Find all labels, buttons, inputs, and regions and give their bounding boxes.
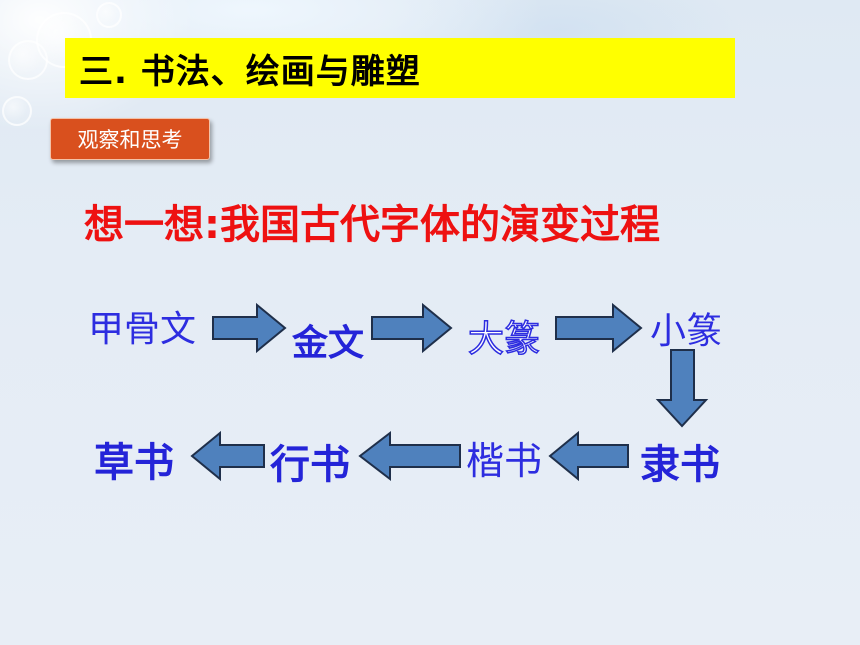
- question-text: 想一想:我国古代字体的演变过程: [84, 202, 660, 248]
- arrow-right-icon: [371, 302, 453, 354]
- node-bronze: 金文: [292, 323, 365, 364]
- arrow-down-icon: [655, 349, 709, 428]
- arrow-left-icon: [190, 430, 265, 482]
- page-title: 三. 书法、绘画与雕塑: [79, 51, 421, 92]
- observe-badge: 观察和思考: [50, 118, 210, 160]
- arrow-right-icon: [212, 302, 287, 354]
- title-bar: 三. 书法、绘画与雕塑: [65, 38, 735, 98]
- node-small-seal: 小篆: [650, 311, 723, 352]
- node-running: 行书: [270, 442, 350, 488]
- decorative-bubble: [2, 96, 32, 126]
- node-oracle-bone: 甲骨文: [88, 309, 197, 350]
- node-cursive: 草书: [94, 440, 174, 486]
- node-clerical: 隶书: [640, 442, 720, 488]
- decorative-bubble: [96, 2, 122, 28]
- node-regular: 楷书: [466, 439, 543, 483]
- node-large-seal: 大篆: [467, 318, 541, 361]
- arrow-right-icon: [555, 302, 643, 354]
- badge-label: 观察和思考: [77, 128, 183, 152]
- arrow-left-icon: [358, 430, 461, 482]
- arrow-left-icon: [548, 430, 629, 482]
